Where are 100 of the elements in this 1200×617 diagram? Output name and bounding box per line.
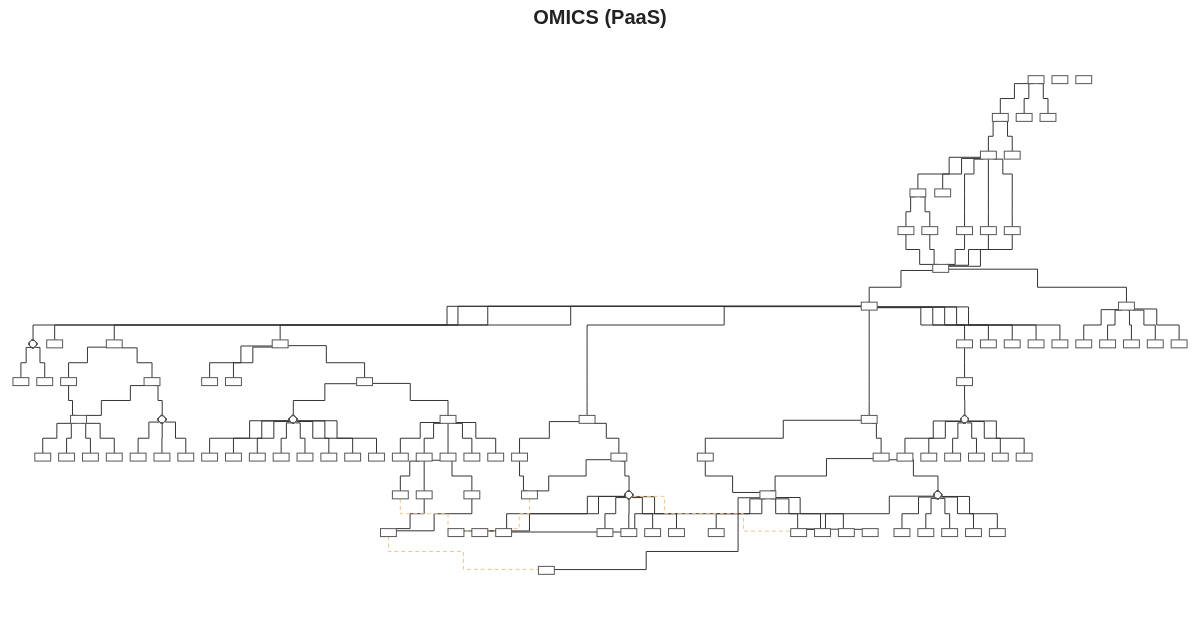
node-box	[58, 452, 76, 462]
node-box	[1015, 112, 1033, 122]
node-box	[143, 377, 161, 387]
node-box	[201, 452, 219, 462]
node-box	[1075, 75, 1093, 85]
connector	[604, 497, 627, 530]
node-box	[893, 528, 911, 538]
connector	[423, 460, 425, 492]
connector	[948, 268, 1127, 303]
node-box	[956, 377, 973, 387]
node-box	[70, 414, 87, 424]
node-box	[1003, 339, 1021, 349]
node-box	[471, 528, 489, 538]
node-box	[105, 452, 123, 462]
node-box	[968, 452, 985, 462]
node-box	[860, 414, 878, 424]
node-box	[837, 528, 855, 538]
connector	[121, 347, 153, 379]
node-box	[578, 414, 596, 424]
connector	[287, 345, 366, 379]
connector	[68, 346, 107, 379]
node-box	[1118, 301, 1135, 311]
connector	[901, 496, 936, 530]
node-box	[814, 528, 831, 538]
node-box	[368, 452, 385, 462]
connector	[296, 421, 330, 454]
node-box	[439, 452, 457, 462]
connector	[628, 498, 630, 530]
node-box	[909, 188, 927, 198]
connector	[948, 234, 1013, 267]
connector	[999, 83, 1030, 114]
node-box	[129, 452, 147, 462]
connector	[917, 156, 981, 190]
node-box	[415, 452, 433, 462]
connector	[952, 422, 964, 454]
connector	[296, 420, 354, 454]
node-box	[872, 452, 890, 462]
node-box	[1123, 339, 1140, 349]
connector	[164, 421, 187, 454]
node-box	[201, 377, 219, 387]
connector	[280, 422, 293, 454]
node-box	[60, 377, 77, 387]
connector	[964, 347, 966, 379]
connector	[297, 420, 377, 454]
node-box	[790, 528, 808, 538]
node-box	[439, 414, 457, 424]
node-box	[956, 339, 973, 349]
node-box	[610, 452, 628, 462]
node-box	[272, 452, 290, 462]
connector	[968, 420, 1025, 454]
node-box	[296, 452, 314, 462]
node-box	[941, 528, 959, 538]
connector	[232, 346, 273, 379]
node-box	[356, 377, 374, 387]
connector	[256, 421, 291, 454]
connector	[940, 496, 974, 530]
node-box	[1146, 339, 1164, 349]
node-box	[1003, 150, 1021, 160]
node-box	[391, 452, 409, 462]
node-box	[644, 528, 662, 538]
node-box	[225, 377, 242, 387]
node-box	[696, 452, 714, 462]
node-box	[932, 263, 950, 273]
node-box	[36, 377, 54, 387]
node-box	[537, 565, 555, 575]
connector	[232, 420, 291, 454]
node-box	[897, 226, 915, 236]
connector	[632, 495, 792, 532]
node-box	[917, 528, 935, 538]
connector	[85, 422, 115, 454]
connector	[948, 234, 989, 266]
connector	[455, 422, 497, 454]
connector	[704, 419, 862, 454]
node-box	[920, 452, 938, 462]
node-box	[707, 528, 725, 538]
connector	[967, 421, 1001, 454]
node-box	[1051, 75, 1069, 85]
node-box	[1099, 339, 1117, 349]
connector	[399, 422, 441, 454]
connector	[85, 385, 145, 416]
node-box	[979, 150, 997, 160]
node-box	[1027, 339, 1045, 349]
connector	[535, 459, 612, 492]
connector	[42, 422, 72, 454]
connector	[1127, 309, 1132, 341]
connector	[487, 496, 627, 532]
node-box	[965, 528, 982, 538]
connector	[905, 234, 934, 265]
node-box	[415, 490, 433, 500]
node-box	[861, 528, 879, 538]
node-box	[1015, 452, 1033, 462]
node-box	[991, 112, 1009, 122]
connector	[586, 306, 862, 416]
connector	[928, 421, 963, 454]
node-box	[511, 452, 528, 462]
node-box	[521, 490, 538, 500]
connector	[966, 422, 977, 454]
connector	[704, 460, 761, 493]
connector	[161, 423, 163, 454]
node-box	[620, 528, 638, 538]
